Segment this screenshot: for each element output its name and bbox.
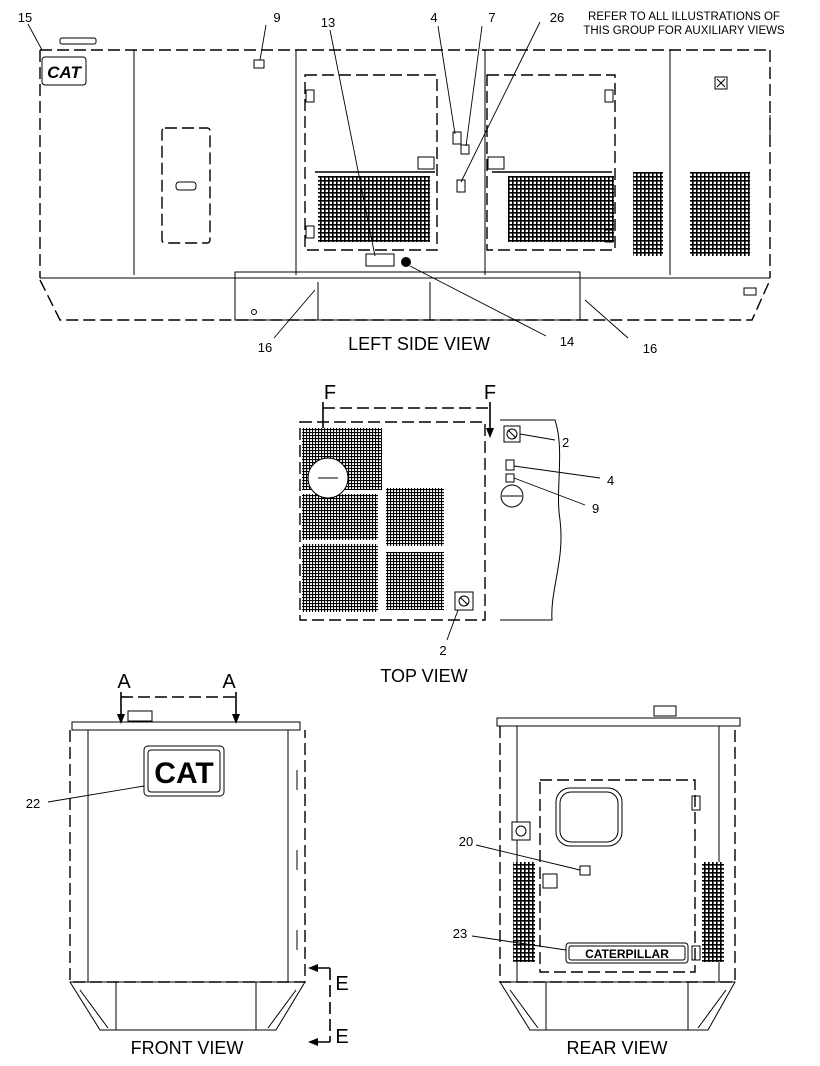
top-callout-4: 4 bbox=[607, 473, 614, 488]
callout-9: 9 bbox=[273, 10, 280, 25]
radiator-window bbox=[555, 787, 623, 847]
decal-26 bbox=[456, 179, 466, 193]
roof-grille-4 bbox=[386, 488, 444, 546]
note-line-1: REFER TO ALL ILLUSTRATIONS OF bbox=[588, 11, 780, 23]
front-callout-22: 22 bbox=[26, 796, 40, 811]
callout-16-right: 16 bbox=[643, 341, 657, 356]
door-right-grille bbox=[508, 176, 614, 242]
rear-warning-decal bbox=[511, 821, 531, 841]
section-a-right: A bbox=[222, 671, 236, 693]
panel-seams bbox=[133, 50, 671, 275]
rear-view-title: REAR VIEW bbox=[566, 1038, 667, 1058]
rear-decal-20 bbox=[579, 865, 591, 876]
note-line-2: THIS GROUP FOR AUXILIARY VIEWS bbox=[583, 25, 785, 37]
auxiliary-views-note: REFER TO ALL ILLUSTRATIONS OF THIS GROUP… bbox=[583, 11, 785, 37]
rear-side-decal bbox=[542, 873, 558, 889]
decal-4 bbox=[452, 131, 462, 145]
base-skid bbox=[39, 279, 771, 321]
top-decal-2-upper bbox=[503, 425, 521, 443]
tank-dividers bbox=[317, 282, 431, 320]
callout-15: 15 bbox=[18, 10, 32, 25]
section-e-lower: E bbox=[335, 1026, 348, 1048]
rear-grille-left bbox=[513, 862, 535, 962]
caterpillar-logo: CATERPILLAR bbox=[565, 942, 689, 964]
left-side-view-title: LEFT SIDE VIEW bbox=[348, 334, 490, 354]
rear-view: CATERPILLAR 20 23 REAR VIEW bbox=[453, 705, 741, 1058]
rear-base-panel bbox=[545, 981, 689, 1031]
door-left-grille bbox=[318, 176, 430, 242]
top-view-title: TOP VIEW bbox=[380, 666, 467, 686]
top-callout-9: 9 bbox=[592, 501, 599, 516]
callout-14: 14 bbox=[560, 334, 574, 349]
rear-grille-right bbox=[702, 862, 724, 962]
svg-text:CAT: CAT bbox=[154, 757, 213, 790]
callout-4: 4 bbox=[430, 10, 437, 25]
callout-16-left: 16 bbox=[258, 340, 272, 355]
decal-7 bbox=[460, 144, 470, 155]
callout-26: 26 bbox=[550, 10, 564, 25]
top-callout-2-upper: 2 bbox=[562, 435, 569, 450]
front-body-outline bbox=[69, 730, 306, 983]
door-right-latch bbox=[487, 156, 505, 170]
door-right bbox=[486, 74, 616, 251]
part-9-box bbox=[253, 59, 265, 69]
roof-grille-5 bbox=[386, 552, 444, 610]
enclosure-side-edges bbox=[39, 50, 771, 278]
cat-logo-small: CAT bbox=[41, 56, 87, 86]
radiator-grille-large bbox=[690, 172, 750, 256]
section-a-left: A bbox=[117, 671, 131, 693]
callout-13: 13 bbox=[321, 15, 335, 30]
top-decal-9 bbox=[505, 473, 515, 483]
svg-text:CATERPILLAR: CATERPILLAR bbox=[585, 947, 669, 961]
section-f-right: F bbox=[484, 382, 496, 404]
section-e-upper: E bbox=[335, 973, 348, 995]
left-side-view: CAT bbox=[18, 10, 771, 356]
roof-outline bbox=[299, 421, 486, 621]
rear-base-skid bbox=[499, 981, 736, 1031]
cat-logo-front: CAT bbox=[143, 745, 225, 797]
radiator-grille-small bbox=[633, 172, 663, 256]
front-base-skid bbox=[69, 981, 306, 1031]
rear-callout-23: 23 bbox=[453, 926, 467, 941]
top-view: F F 2 4 9 bbox=[299, 382, 614, 686]
top-decal-4 bbox=[505, 459, 515, 471]
door-left-latch bbox=[417, 156, 435, 170]
front-base-panel bbox=[115, 981, 257, 1031]
access-panel-handle bbox=[175, 181, 197, 191]
fuel-tank-panel bbox=[234, 271, 581, 321]
access-panel bbox=[161, 127, 211, 244]
top-decal-2-lower bbox=[454, 591, 474, 611]
roof-break-line bbox=[500, 419, 562, 621]
section-f-left: F bbox=[324, 382, 336, 404]
rear-body-outline bbox=[499, 726, 736, 983]
top-fill-cap bbox=[500, 484, 524, 508]
rear-callout-20: 20 bbox=[459, 834, 473, 849]
roof-grille-3 bbox=[302, 544, 378, 612]
rear-roof-cap bbox=[496, 717, 741, 727]
decal-13 bbox=[365, 253, 395, 267]
front-roof-cap bbox=[71, 721, 301, 731]
base-decal bbox=[743, 287, 757, 296]
fill-cap-14 bbox=[401, 257, 411, 267]
top-callout-2-lower: 2 bbox=[439, 643, 446, 658]
front-view: A A CAT E E 22 FRONT VIEW bbox=[26, 671, 349, 1058]
radiator-door bbox=[539, 779, 696, 973]
top-lifting-handle bbox=[59, 37, 97, 45]
front-view-title: FRONT VIEW bbox=[131, 1038, 244, 1058]
callout-7: 7 bbox=[488, 10, 495, 25]
roof-grille-2 bbox=[302, 494, 378, 540]
svg-text:CAT: CAT bbox=[47, 63, 82, 82]
